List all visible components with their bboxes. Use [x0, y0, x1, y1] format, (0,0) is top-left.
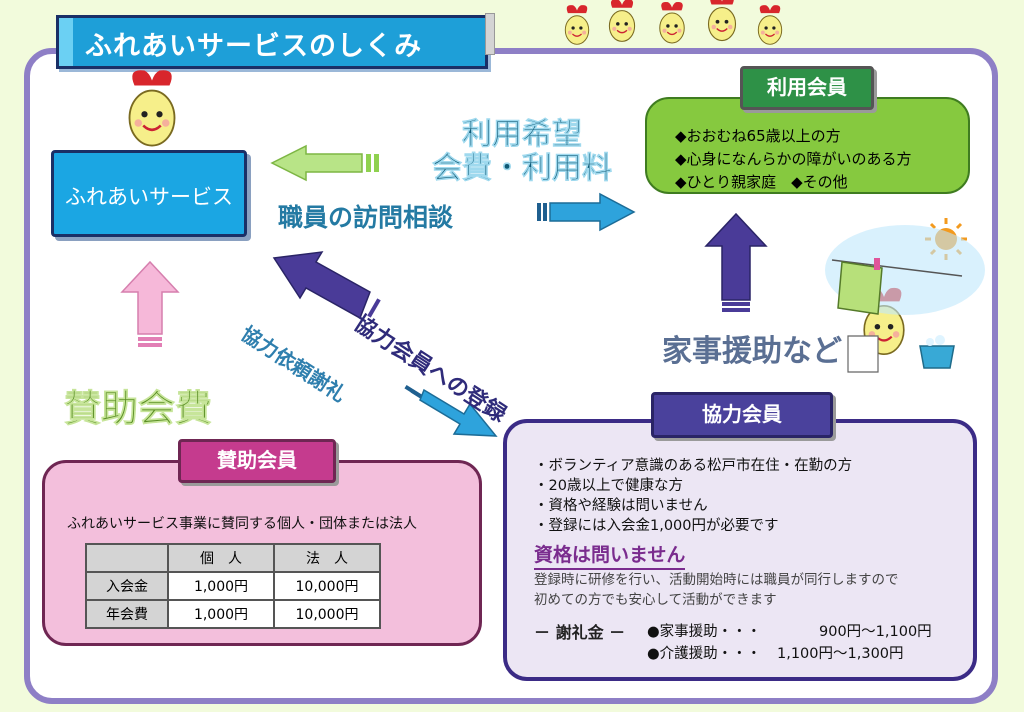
coop-note-line: 初めての方でも安心して活動ができます	[534, 592, 777, 608]
support-description: ふれあいサービス事業に賛同する個人・団体または法人	[67, 516, 417, 532]
laundry-icon	[831, 258, 963, 373]
title-accent	[59, 18, 73, 66]
fee-amount: 1,100円～1,300円	[777, 646, 904, 662]
mascot-icon	[128, 68, 176, 147]
title-tab	[485, 13, 495, 55]
table-header-cell	[85, 543, 169, 573]
coop-member-list: ・ボランティア意識のある松戸市在住・在勤の方 ・20歳以上で健康な方 ・資格や経…	[534, 456, 852, 536]
fee-row-housework: ●家事援助・・・ 900円～1,100円	[647, 620, 932, 641]
page-title: ふれあいサービスのしくみ	[85, 31, 423, 62]
visit-arrow	[537, 192, 636, 232]
service-box: ふれあいサービス	[51, 150, 247, 237]
table-row-label: 入会金	[85, 571, 169, 601]
table-row-label: 年会費	[85, 599, 169, 629]
request-line1: 利用希望	[462, 117, 583, 152]
user-member-list: ◆おおむね65歳以上の方 ◆心身になんらかの障がいのある方 ◆ひとり親家庭 ◆そ…	[675, 125, 912, 194]
user-member-tab: 利用会員	[740, 66, 874, 110]
coop-member-item: ・ボランティア意識のある松戸市在住・在勤の方	[534, 458, 853, 474]
register-arrow	[272, 251, 381, 320]
fee-label: － 謝礼金 －	[534, 623, 626, 642]
fee-amount: 900円～1,100円	[819, 624, 932, 640]
table-cell: 1,000円	[167, 599, 275, 629]
sponsor-arrow	[120, 260, 180, 347]
coop-note: 登録時に研修を行い、活動開始時には職員が同行しますので 初めての方でも安心して活…	[534, 570, 899, 610]
table-header-row: 個 人 法 人	[85, 543, 381, 573]
sponsor-fee-text: 賛助会費	[64, 387, 213, 431]
table-row: 年会費 1,000円 10,000円	[85, 599, 381, 629]
coop-member-item: ・登録には入会金1,000円が必要です	[534, 518, 779, 534]
table-row: 入会金 1,000円 10,000円	[85, 571, 381, 601]
coop-note-line: 登録時に研修を行い、活動開始時には職員が同行しますので	[534, 572, 899, 588]
request-text: 利用希望 会費・利用料	[432, 117, 613, 186]
coop-member-item: ・資格や経験は問いません	[534, 498, 708, 514]
support-member-box: ふれあいサービス事業に賛同する個人・団体または法人 個 人 法 人 入会金 1,…	[42, 460, 482, 646]
coop-member-tab: 協力会員	[651, 392, 833, 438]
support-fee-table: 個 人 法 人 入会金 1,000円 10,000円 年会費 1,000円 10…	[85, 543, 381, 629]
user-member-item: ◆心身になんらかの障がいのある方	[675, 150, 912, 168]
table-header-cell: 法 人	[273, 543, 381, 573]
user-member-box: ◆おおむね65歳以上の方 ◆心身になんらかの障がいのある方 ◆ひとり親家庭 ◆そ…	[645, 97, 970, 194]
fee-name: ●家事援助・・・	[647, 624, 762, 640]
coop-member-box: ・ボランティア意識のある松戸市在住・在勤の方 ・20歳以上で健康な方 ・資格や経…	[503, 419, 977, 681]
request-arrow	[270, 144, 379, 182]
table-header-cell: 個 人	[167, 543, 275, 573]
fee-name: ●介護援助・・・	[647, 646, 762, 662]
visit-text: 職員の訪問相談	[278, 203, 454, 232]
service-label: ふれあいサービス	[65, 185, 233, 209]
title-banner: ふれあいサービスのしくみ	[56, 13, 495, 69]
fee-row-care: ●介護援助・・・ 1,100円～1,300円	[647, 642, 904, 663]
coop-headline: 資格は問いません	[534, 540, 686, 570]
table-cell: 10,000円	[273, 599, 381, 629]
assistance-text: 家事援助など	[662, 334, 842, 369]
mascot-icon	[564, 0, 783, 45]
cooperation-arrow	[404, 385, 498, 437]
support-member-tab: 賛助会員	[178, 439, 336, 483]
assistance-arrow	[704, 212, 768, 312]
bucket-icon	[919, 335, 955, 369]
user-member-item: ◆ひとり親家庭 ◆その他	[675, 173, 848, 191]
coop-member-item: ・20歳以上で健康な方	[534, 478, 683, 494]
table-cell: 10,000円	[273, 571, 381, 601]
user-member-item: ◆おおむね65歳以上の方	[675, 127, 841, 145]
request-line2: 会費・利用料	[432, 151, 613, 186]
table-cell: 1,000円	[167, 571, 275, 601]
